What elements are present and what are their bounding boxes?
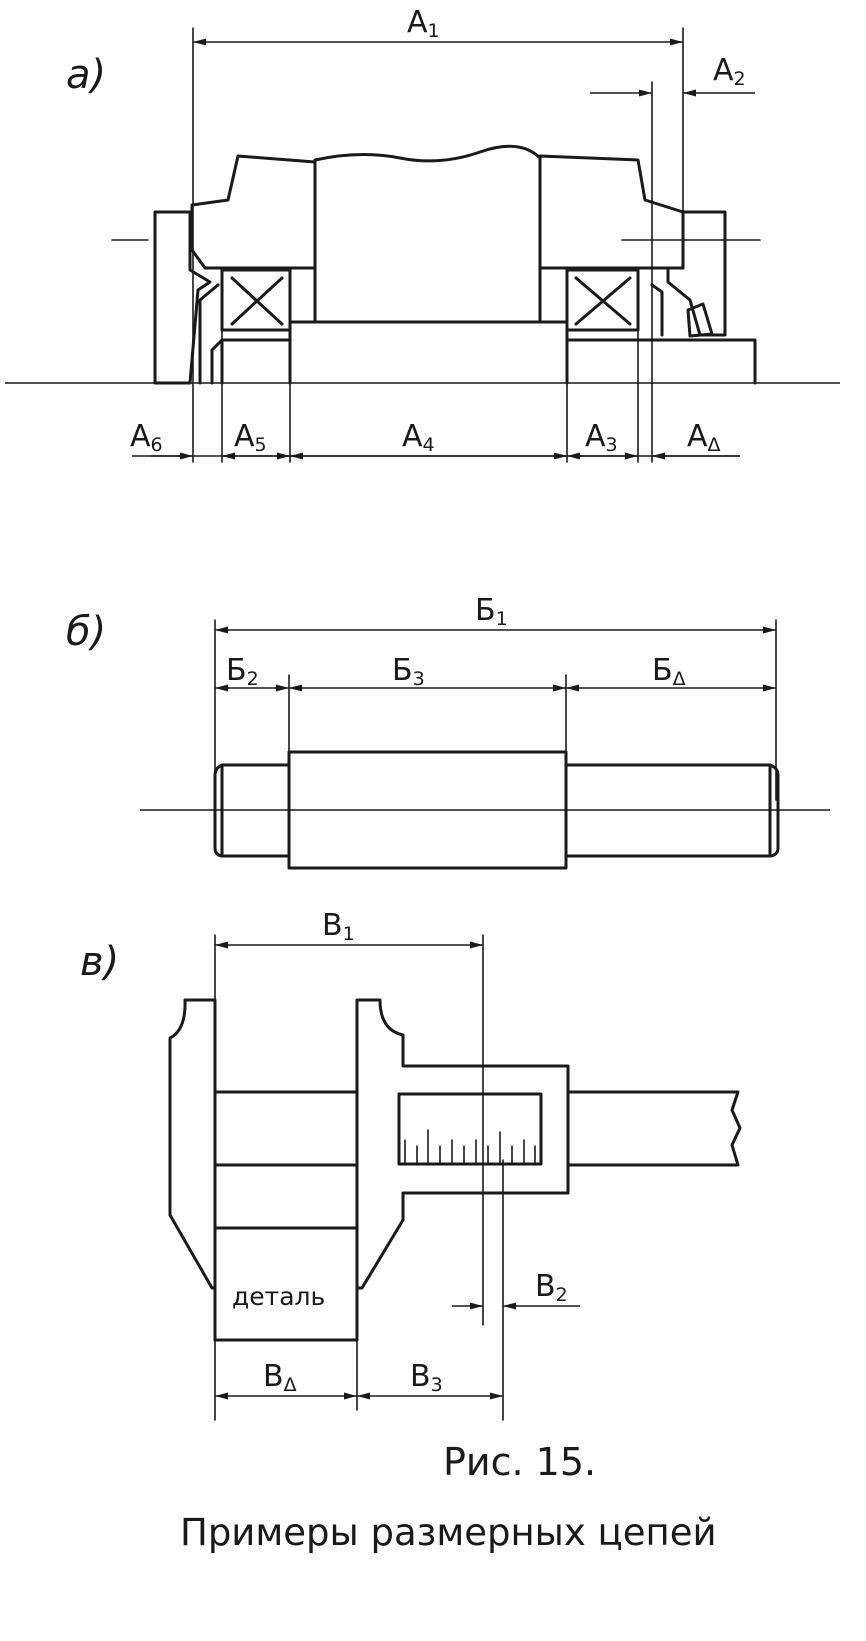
- dim-label-a5: A5: [234, 419, 267, 456]
- panel-a-tag: a): [66, 52, 106, 98]
- caliper-fixed-jaw: [168, 998, 217, 1290]
- spacer-left: [210, 338, 224, 385]
- spacer-right: [650, 283, 664, 337]
- vernier-scale: [404, 1129, 536, 1165]
- dim-label-c3: В3: [410, 1359, 443, 1396]
- dim-label-a6: A6: [130, 419, 163, 456]
- dim-label-c1: В1: [322, 908, 355, 945]
- panel-b: б) Б1 Б2 Б3 БΔ: [66, 593, 830, 870]
- measured-part: [213, 1226, 359, 1342]
- housing-right: [538, 154, 685, 270]
- housing-break-line: [313, 144, 542, 163]
- figure-number: Рис. 15.: [443, 1440, 596, 1484]
- caliper-movable-jaw: [355, 998, 570, 1290]
- seal: [686, 302, 714, 338]
- bearing-left: [220, 268, 292, 332]
- caliper-bar-end: [566, 1090, 742, 1167]
- dim-label-b-delta: БΔ: [652, 653, 686, 690]
- dim-label-a4: A4: [402, 419, 435, 456]
- shaft: [220, 320, 757, 385]
- panel-c-tag: в): [80, 939, 119, 985]
- dim-label-c-delta: ВΔ: [263, 1359, 297, 1396]
- dim-label-a1: A1: [407, 5, 440, 42]
- part-label: деталь: [232, 1282, 325, 1311]
- dim-label-a2: A2: [713, 53, 746, 90]
- spacer-left: [198, 283, 220, 385]
- housing-left: [190, 154, 317, 270]
- cover-right: [666, 210, 727, 337]
- panel-a: a): [5, 5, 840, 463]
- dim-label-b1: Б1: [475, 593, 508, 630]
- cover-left: [153, 210, 212, 385]
- dim-label-a3: A3: [585, 419, 618, 456]
- panel-b-tag: б): [66, 609, 106, 655]
- figure-title: Примеры размерных цепей: [180, 1511, 717, 1554]
- bearing-right: [565, 268, 640, 332]
- dim-label-c2: В2: [535, 1269, 568, 1306]
- panel-c: в): [80, 908, 742, 1421]
- dim-label-a-delta: AΔ: [687, 419, 721, 456]
- vernier-window: [397, 1092, 543, 1166]
- dim-label-b3: Б3: [392, 653, 425, 690]
- dim-label-b2: Б2: [226, 653, 259, 690]
